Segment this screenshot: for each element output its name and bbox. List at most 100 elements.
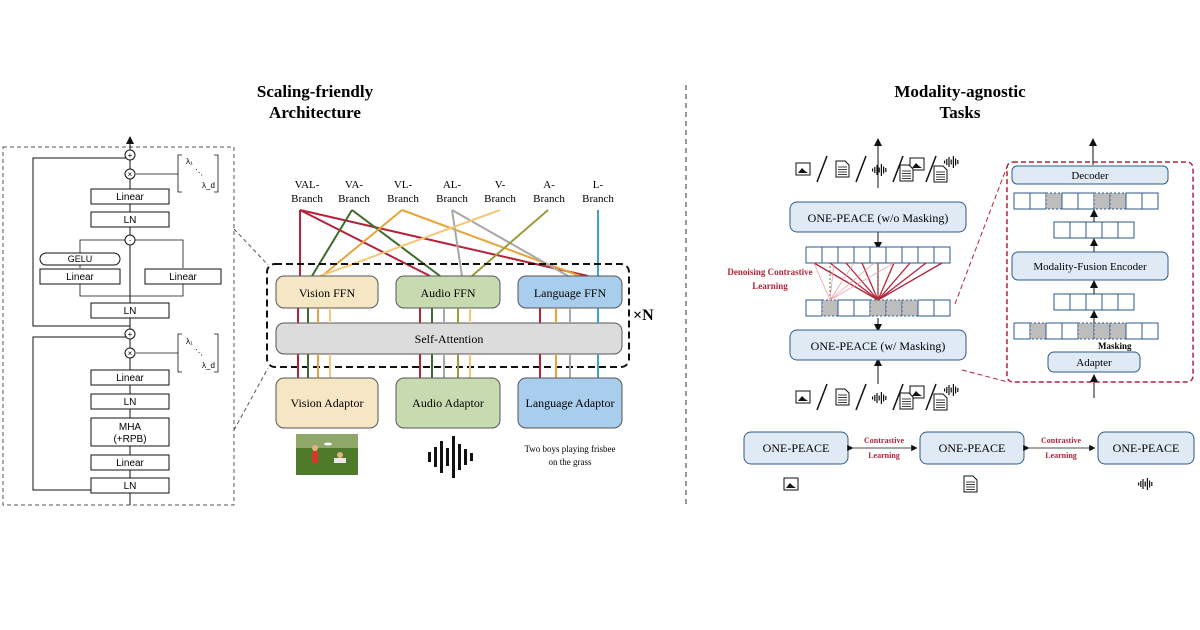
language-adaptor-label: Language Adaptor xyxy=(526,396,615,410)
branch-label: Branch xyxy=(484,193,516,205)
audio-icon xyxy=(944,388,946,392)
token-row-unmasked xyxy=(805,246,951,264)
audio-icon xyxy=(874,395,876,401)
language-ffn-label: Language FFN xyxy=(534,286,607,300)
branch-lines xyxy=(299,209,599,277)
branch-label: Branch xyxy=(582,193,614,205)
token-cell xyxy=(869,246,887,264)
dcl-label-line1: Denoising Contrastive xyxy=(727,267,812,277)
audio-icon xyxy=(957,388,959,392)
denoising-lines xyxy=(813,262,943,301)
slash-separator xyxy=(855,155,867,183)
dcl-line xyxy=(813,262,879,301)
token-cell xyxy=(1069,293,1087,311)
token-cell xyxy=(1029,192,1047,210)
token-cell xyxy=(1093,192,1111,210)
token-cell xyxy=(933,246,951,264)
token-cell xyxy=(1029,322,1047,340)
slash-separator xyxy=(855,383,867,411)
token-cell xyxy=(917,299,935,317)
modality-icons-bottom xyxy=(795,383,959,411)
svg-text:Adapter: Adapter xyxy=(1076,357,1112,369)
dcl-line xyxy=(861,262,879,301)
transformer-block xyxy=(266,263,630,368)
document-icon xyxy=(835,160,850,178)
onepeace-audio xyxy=(1097,431,1195,465)
token-cell xyxy=(1077,322,1095,340)
fusion-token-rows xyxy=(1013,192,1159,340)
audio-icon xyxy=(874,167,876,173)
branch-label: V- xyxy=(495,179,506,191)
upper-linear-2: Linear xyxy=(116,192,144,203)
token-cell xyxy=(1045,322,1063,340)
cl-label-a-line2: Learning xyxy=(868,451,900,460)
document-icon xyxy=(899,164,914,182)
svg-text:Linear: Linear xyxy=(116,373,144,384)
token-cell xyxy=(933,299,951,317)
slash-separator xyxy=(816,383,828,411)
self-attention-label: Self-Attention xyxy=(415,332,484,346)
token-cell xyxy=(821,246,839,264)
svg-text:Decoder: Decoder xyxy=(1071,170,1109,182)
token-cell xyxy=(901,299,919,317)
svg-text:+: + xyxy=(128,151,133,160)
branch-label: VAL- xyxy=(295,179,320,191)
audio-icon xyxy=(952,156,954,168)
slash-separator xyxy=(892,155,904,183)
audio-icon xyxy=(1144,481,1146,487)
token-cell xyxy=(869,299,887,317)
svg-text:Linear: Linear xyxy=(116,458,144,469)
audio-icon xyxy=(1149,480,1151,488)
inner-connectors xyxy=(297,308,599,378)
branch-label: A- xyxy=(543,179,555,191)
document-icon xyxy=(899,392,914,410)
token-cell xyxy=(1141,192,1159,210)
left-title-line2: Architecture xyxy=(269,103,361,122)
svg-text:Modality-Fusion Encoder: Modality-Fusion Encoder xyxy=(1033,261,1147,273)
vision-adaptor xyxy=(275,377,379,429)
branch-label: L- xyxy=(593,179,604,191)
token-cell xyxy=(1125,322,1143,340)
audio-adaptor-label: Audio Adaptor xyxy=(412,396,484,410)
token-cell xyxy=(1061,192,1079,210)
dcl-line xyxy=(877,262,895,301)
audio-waveform-icon xyxy=(428,436,473,478)
branch-label: Branch xyxy=(291,193,323,205)
svg-text:LN: LN xyxy=(124,397,137,408)
text-input-caption-line1: Two boys playing frisbee xyxy=(524,444,615,454)
svg-text:·: · xyxy=(129,235,132,245)
upper-ln-2: LN xyxy=(124,215,137,226)
vision-ffn-label: Vision FFN xyxy=(299,286,356,300)
token-cell xyxy=(1093,322,1111,340)
token-cell xyxy=(1085,293,1103,311)
audio-icon xyxy=(872,168,874,172)
svg-text:⋱: ⋱ xyxy=(195,168,203,177)
cl-label-b-line1: Contrastive xyxy=(1041,436,1081,445)
token-cell xyxy=(1045,192,1063,210)
token-cell xyxy=(1069,221,1087,239)
audio-icon xyxy=(1140,481,1142,487)
branch-label: Branch xyxy=(533,193,565,205)
audio-icon xyxy=(950,159,952,165)
audio-icon xyxy=(946,159,948,165)
token-cell xyxy=(1117,293,1135,311)
right-title-line1: Modality-agnostic xyxy=(894,82,1026,101)
audio-icon xyxy=(872,396,874,400)
svg-text:λ_d: λ_d xyxy=(202,361,215,370)
audio-icon xyxy=(950,387,952,393)
branch-line xyxy=(311,209,353,277)
document-icon xyxy=(963,475,978,493)
dcl-line xyxy=(877,262,943,301)
svg-text:LN: LN xyxy=(124,306,137,317)
token-cell xyxy=(1077,192,1095,210)
modality-fusion-encoder xyxy=(1011,251,1169,281)
svg-text:ONE-PEACE (w/o Masking): ONE-PEACE (w/o Masking) xyxy=(808,211,949,225)
audio-icon xyxy=(880,392,882,404)
self-attention xyxy=(275,322,623,355)
audio-adaptor xyxy=(395,377,501,429)
branch-label: VL- xyxy=(394,179,413,191)
token-cell xyxy=(837,246,855,264)
audio-icon xyxy=(885,396,887,400)
svg-text:LN: LN xyxy=(124,481,137,492)
svg-text:ONE-PEACE: ONE-PEACE xyxy=(939,441,1006,455)
